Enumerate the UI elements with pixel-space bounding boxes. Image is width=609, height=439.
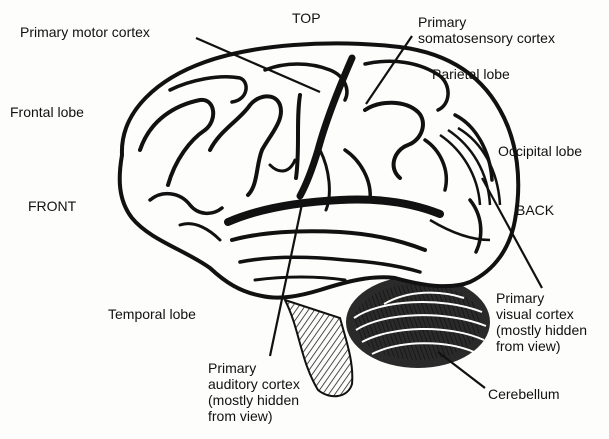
label-primary-motor-cortex: Primary motor cortex [20,24,150,40]
label-back: BACK [516,202,554,218]
label-front: FRONT [28,198,76,214]
cerebellum-shape [346,276,490,368]
label-occipital-lobe: Occipital lobe [498,143,582,159]
label-primary-visual-cortex: Primary visual cortex (mostly hidden fro… [496,290,587,354]
label-top: TOP [292,10,321,26]
label-parietal-lobe: Parietal lobe [432,66,510,82]
label-primary-somatosensory-cortex: Primary somatosensory cortex [418,14,555,46]
label-frontal-lobe: Frontal lobe [10,104,84,120]
label-cerebellum: Cerebellum [488,386,560,402]
label-primary-auditory-cortex: Primary auditory cortex (mostly hidden f… [208,360,300,424]
label-temporal-lobe: Temporal lobe [108,306,196,322]
